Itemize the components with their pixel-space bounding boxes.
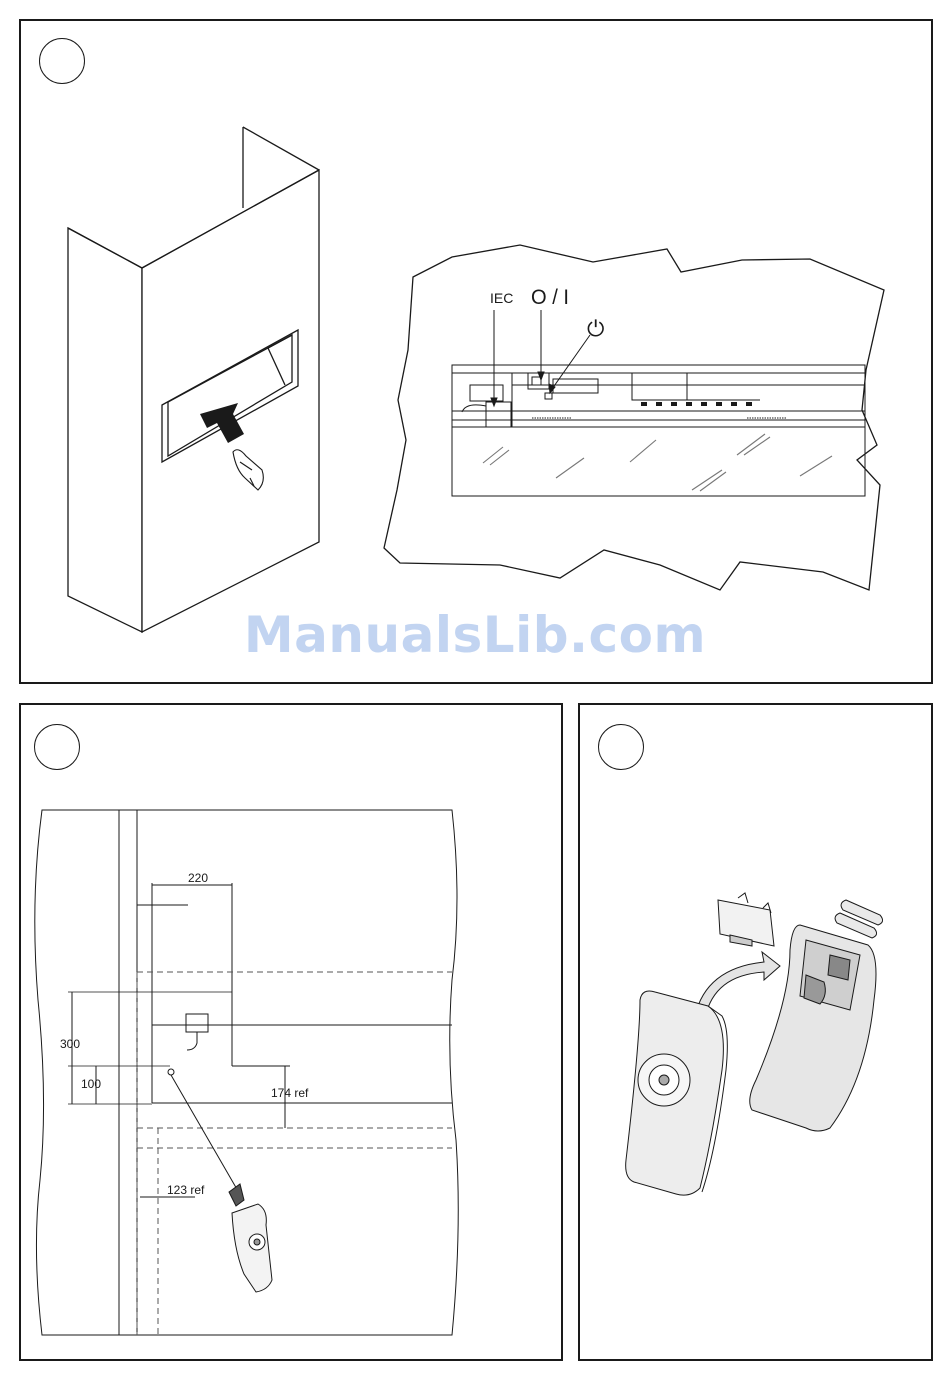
- battery-icon: [835, 900, 882, 938]
- remote-control-icon: [750, 925, 876, 1131]
- remote-control-icon: [626, 991, 728, 1195]
- battery-cover-icon: [718, 893, 774, 946]
